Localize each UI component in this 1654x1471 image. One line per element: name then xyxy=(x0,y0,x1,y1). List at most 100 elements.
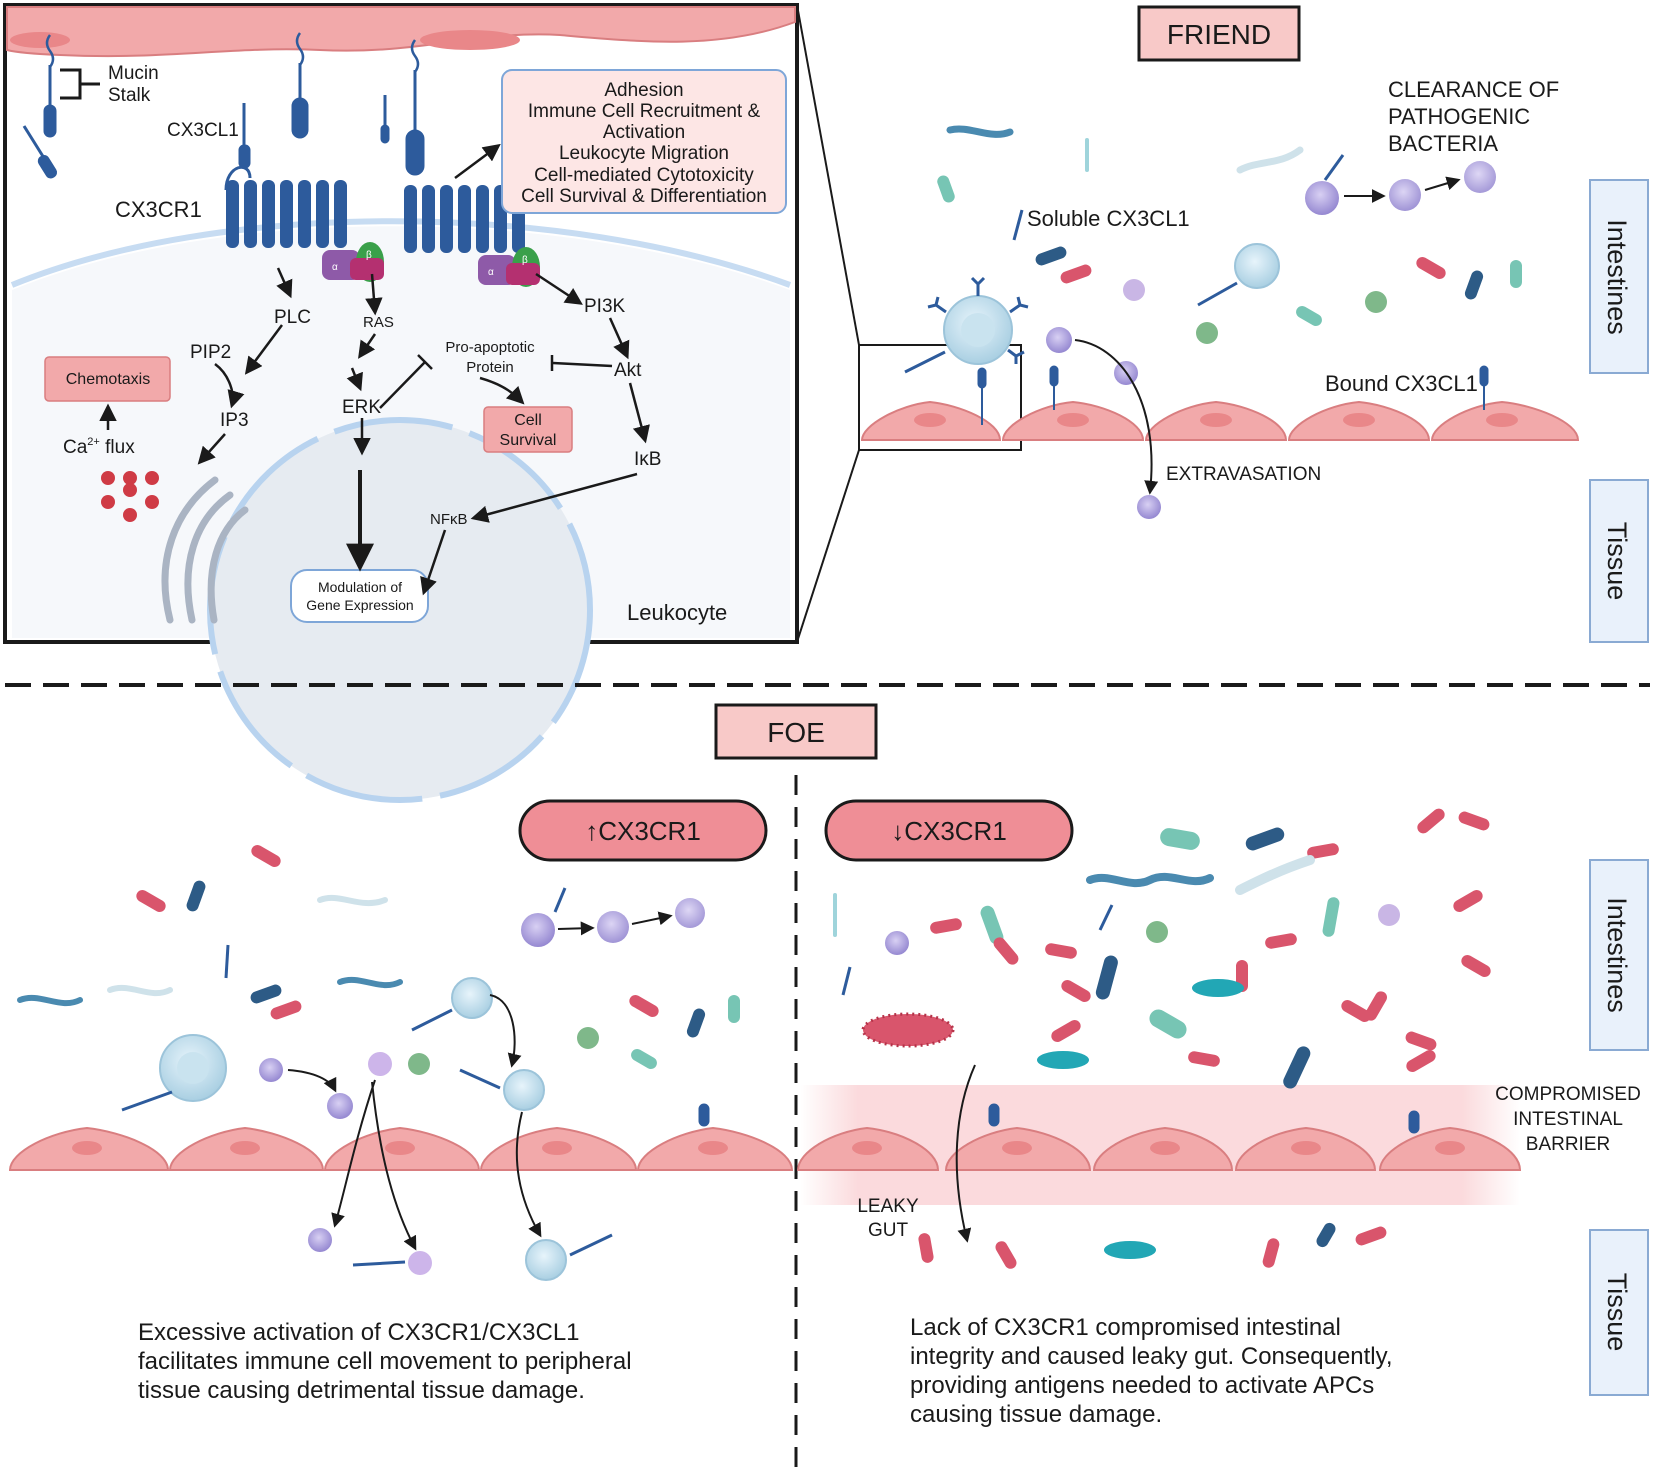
apc-nucleus xyxy=(177,1052,209,1084)
bacteria-foe-right-spiral xyxy=(833,855,1315,937)
leaky-line1: LEAKY xyxy=(857,1196,919,1217)
mucin-label: Mucin xyxy=(108,63,159,84)
soluble-ligand xyxy=(1012,209,1024,241)
apc-cell xyxy=(503,1069,545,1111)
effect-item: Immune Cell Recruitment & xyxy=(528,101,761,122)
chemotaxis-box xyxy=(44,356,171,402)
protein-label: Protein xyxy=(466,359,514,376)
g-alpha: α xyxy=(488,267,494,278)
bacteria-foe-left xyxy=(136,845,740,1069)
apc-nucleus xyxy=(961,313,995,347)
leaky-gut-arrow xyxy=(955,1064,976,1243)
extravasation-arrow xyxy=(1074,339,1159,495)
phagocyte xyxy=(597,911,629,943)
foe-left-arrows xyxy=(287,911,673,1251)
side-box-intestines xyxy=(1589,859,1649,1051)
friend-epithelium-nuclei xyxy=(914,413,1518,427)
stalk-label: Stalk xyxy=(108,85,151,106)
migrating-cell xyxy=(1137,495,1161,519)
up-cx3cr1-pill xyxy=(518,799,768,862)
gene-expression-line1: Modulation of xyxy=(318,579,402,595)
bound-cx3cl1 xyxy=(977,365,1489,425)
endoplasmic-reticulum xyxy=(161,476,249,624)
g-protein: α β xyxy=(478,247,540,287)
zoom-box xyxy=(858,344,1022,451)
side-label-intestines: Intestines xyxy=(1602,897,1632,1013)
migrating-cell xyxy=(308,1228,332,1252)
side-label-intestines: Intestines xyxy=(1602,219,1632,335)
clearance-line1: CLEARANCE OF xyxy=(1388,77,1559,102)
cell-survival-label: Cell xyxy=(514,412,542,429)
compromised-line3: BARRIER xyxy=(1526,1134,1610,1155)
calcium-ions xyxy=(101,471,159,522)
soluble-ligand xyxy=(904,350,946,374)
ca-flux-label: Ca2+ flux xyxy=(63,436,135,458)
effect-item: Leukocyte Migration xyxy=(559,143,729,164)
bacteria-top xyxy=(937,125,1522,344)
compromised-line2: INTESTINAL xyxy=(1513,1109,1623,1130)
apc-cell xyxy=(525,1239,567,1281)
right-caption-line1: Lack of CX3CR1 compromised intestinal xyxy=(910,1314,1341,1341)
foe-panel: FOE ↑CX3CR1 ↓CX3CR1 xyxy=(8,703,1649,1428)
down-cx3cr1-pill xyxy=(824,799,1074,862)
foe-left-ligands xyxy=(121,887,710,1267)
cx3cl1-label: CX3CL1 xyxy=(167,120,239,141)
phagocyte xyxy=(521,913,555,947)
extravasation-label: EXTRAVASATION xyxy=(1166,464,1321,485)
migrating-cell xyxy=(368,1052,392,1076)
apc-receptors xyxy=(927,276,1029,364)
clearance-line3: BACTERIA xyxy=(1388,131,1498,156)
down-cx3cr1-label: ↓CX3CR1 xyxy=(891,816,1007,846)
friend-title-box xyxy=(1137,5,1301,62)
effects-list: Adhesion Immune Cell Recruitment & Activ… xyxy=(521,80,767,207)
inset-nucleus xyxy=(420,30,520,50)
friend-title: FRIEND xyxy=(1167,19,1271,50)
side-box-intestines xyxy=(1589,179,1649,374)
friend-panel: FRIEND CLEARANCE OF PATHOGENIC BACTERIA … xyxy=(860,5,1649,643)
migrating-cell xyxy=(408,1251,432,1275)
migrating-cell xyxy=(408,1053,430,1075)
soluble-cx3cl1-label: Soluble CX3CL1 xyxy=(1027,206,1190,231)
left-caption-line3: tissue causing detrimental tissue damage… xyxy=(138,1377,585,1404)
gene-expression-box xyxy=(290,569,429,623)
migrating-cell xyxy=(1046,327,1072,353)
right-caption-line3: providing antigens needed to activate AP… xyxy=(910,1372,1374,1399)
right-caption-line4: causing tissue damage. xyxy=(910,1401,1162,1428)
nfkb-label: NFκB xyxy=(430,511,468,528)
g-protein: α β xyxy=(322,242,384,282)
survival-label: Survival xyxy=(500,432,557,449)
right-caption: Lack of CX3CR1 compromised intestinal in… xyxy=(910,1314,1393,1428)
g-beta: β xyxy=(522,255,528,266)
apc-cell xyxy=(451,977,493,1019)
bacteria-foe-left-spiral xyxy=(17,894,403,1007)
chemotaxis-label: Chemotaxis xyxy=(66,371,150,388)
effect-item: Cell Survival & Differentiation xyxy=(521,186,767,207)
erk-label: ERK xyxy=(342,397,381,418)
soluble-ligand xyxy=(1323,154,1345,181)
up-cx3cr1-label: ↑CX3CR1 xyxy=(585,816,701,846)
apc-cell xyxy=(1234,243,1280,289)
pip2-label: PIP2 xyxy=(190,342,231,363)
leukocyte-membrane xyxy=(10,218,792,288)
phagocyte xyxy=(675,898,705,928)
left-caption-line1: Excessive activation of CX3CR1/CX3CL1 xyxy=(138,1319,580,1346)
zoom-line xyxy=(796,4,860,346)
left-caption: Excessive activation of CX3CR1/CX3CL1 fa… xyxy=(138,1319,632,1404)
effect-item: Adhesion xyxy=(604,80,683,101)
effect-item: Cell-mediated Cytotoxicity xyxy=(534,165,754,186)
side-label-tissue: Tissue xyxy=(1602,1273,1632,1352)
migrating-cell xyxy=(327,1093,353,1119)
ras-label: RAS xyxy=(363,314,394,331)
migrating-cell xyxy=(259,1058,283,1082)
foe-epithelium-nuclei xyxy=(72,1141,1465,1155)
bacteria-foe-right xyxy=(861,808,1491,1269)
ip3-label: IP3 xyxy=(220,410,249,431)
mucin-bracket xyxy=(60,68,100,100)
pi3k-label: PI3K xyxy=(584,296,626,317)
compromised-line1: COMPROMISED xyxy=(1495,1084,1641,1105)
cx3cr1-label: CX3CR1 xyxy=(115,197,202,222)
plc-label: PLC xyxy=(274,307,311,328)
phagocyte xyxy=(1389,179,1421,211)
clearance-arrow xyxy=(1424,176,1461,191)
mucin-stalks xyxy=(22,32,425,179)
